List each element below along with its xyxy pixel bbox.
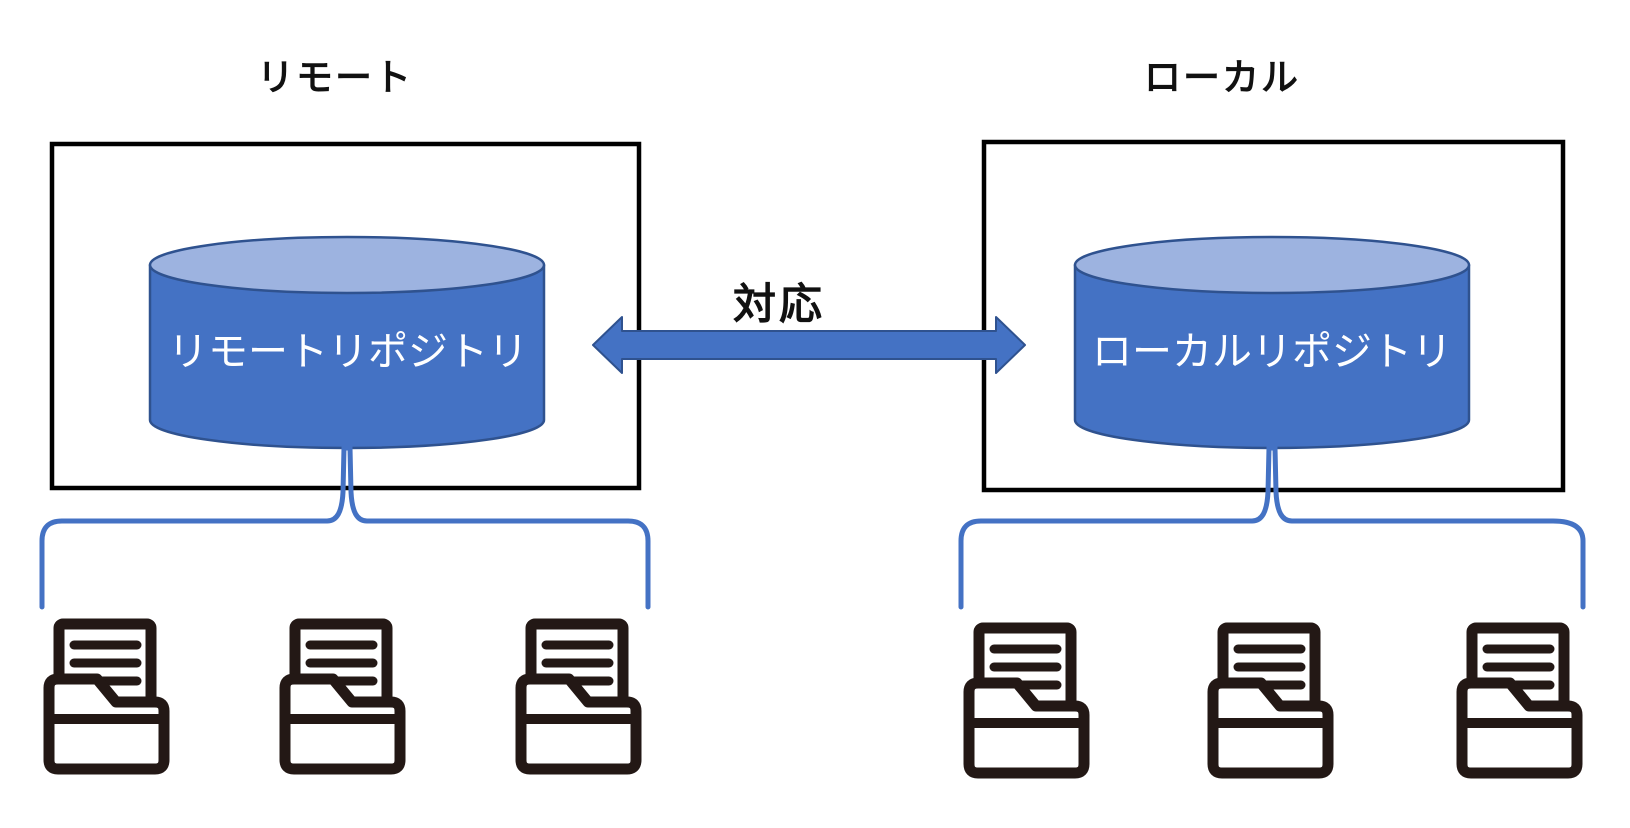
correspondence-arrow-label: 対応 bbox=[733, 281, 825, 329]
folder-icon bbox=[1462, 628, 1577, 773]
remote-brace-icon bbox=[39, 445, 651, 610]
local-brace-icon bbox=[958, 445, 1586, 610]
local-repository-label: ローカルリポジトリ bbox=[1092, 330, 1452, 374]
local-section-title: ローカル bbox=[1144, 57, 1300, 98]
remote-repository-label: リモートリポジトリ bbox=[168, 330, 528, 374]
correspondence-arrow-icon bbox=[592, 316, 1026, 374]
folder-icon bbox=[49, 624, 164, 769]
folder-icon bbox=[1213, 628, 1328, 773]
folder-icon bbox=[285, 624, 400, 769]
folder-icon bbox=[969, 628, 1084, 773]
remote-section-title: リモート bbox=[257, 57, 413, 98]
folder-icon bbox=[521, 624, 636, 769]
